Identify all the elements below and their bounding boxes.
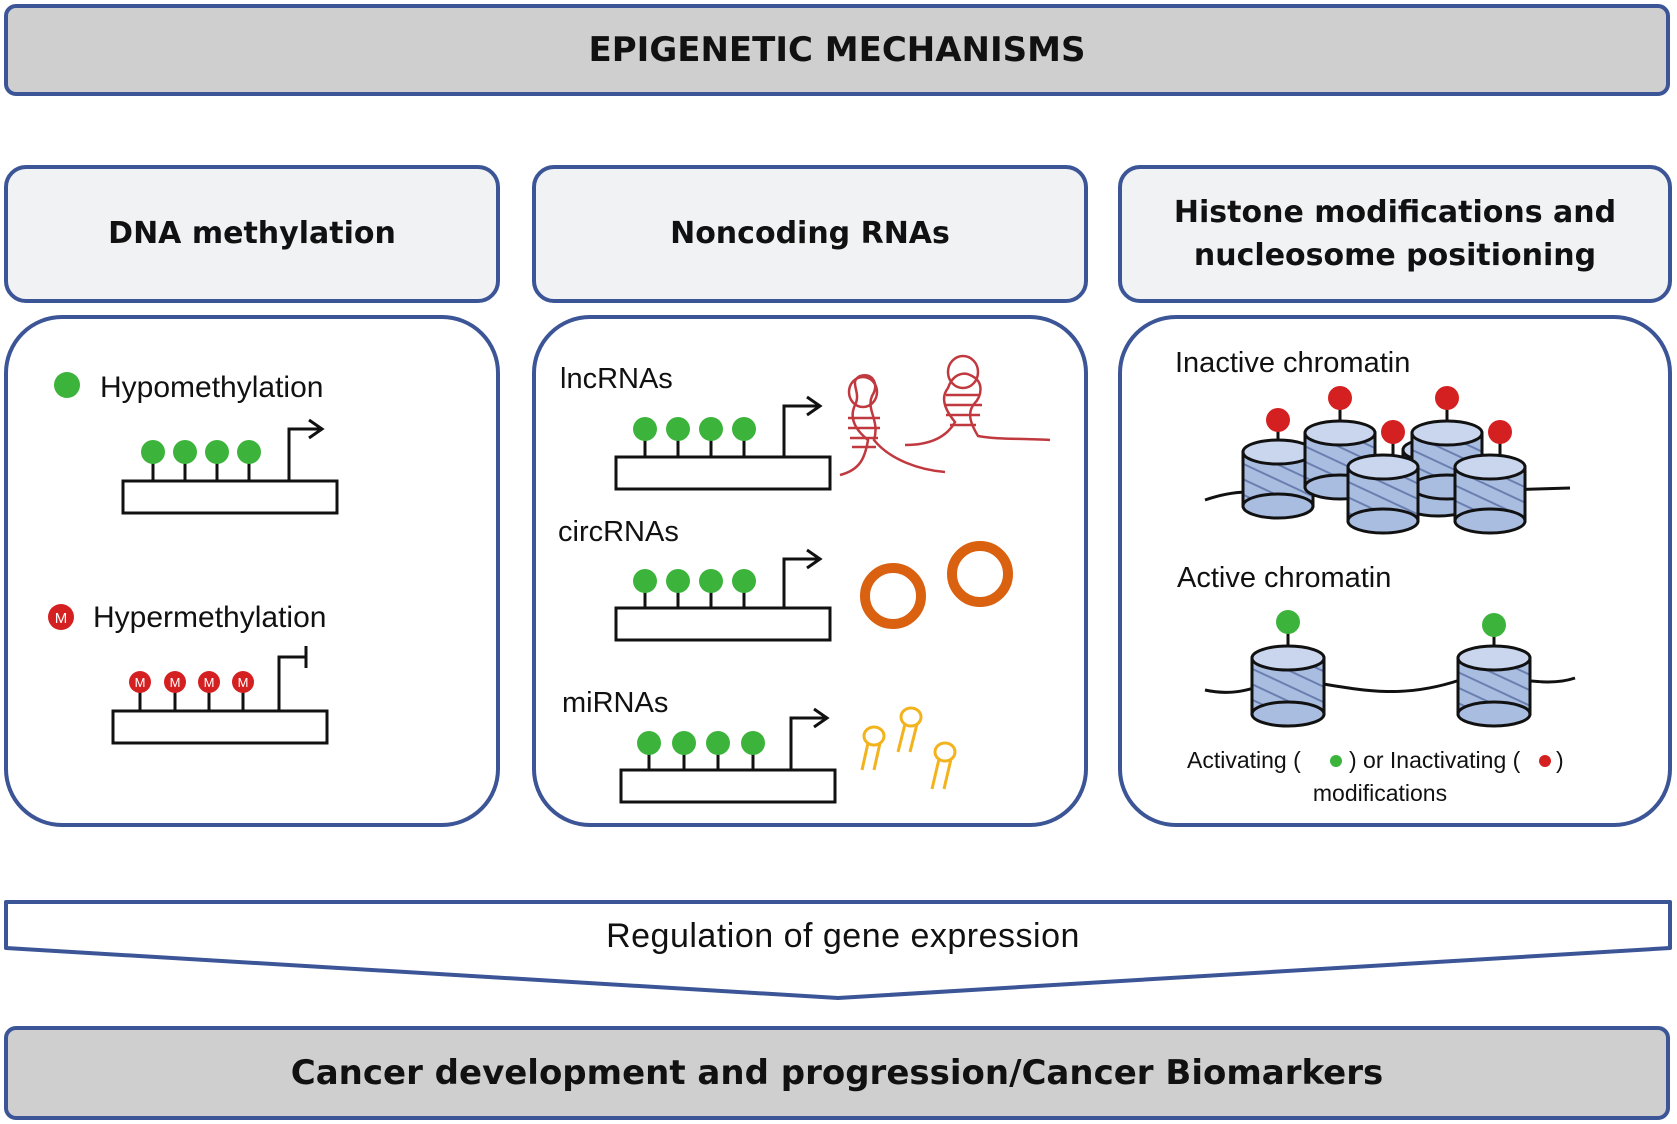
regulation-label: Regulation of gene expression — [606, 917, 1080, 955]
blocked-promoter-icon — [277, 646, 308, 711]
legend-suffix: ) — [1556, 747, 1564, 773]
circular-rna-icon — [947, 541, 1013, 607]
active-chromatin-label: Active chromatin — [1177, 562, 1391, 594]
hairpin-icon — [896, 706, 923, 753]
svg-text:): ) — [1556, 747, 1564, 773]
noncoding-rnas-title: Noncoding RNAs — [670, 216, 950, 252]
hypermethylation-legend-dot — [48, 604, 74, 630]
promoter-arrow-icon — [287, 418, 325, 481]
circular-rna-icon — [860, 563, 926, 629]
hairpin-icon — [860, 725, 886, 771]
circrna-molecules — [860, 541, 1013, 629]
inactive-chromatin — [1204, 386, 1571, 535]
nucleosome-icon — [1346, 453, 1420, 535]
lncrna-molecules — [839, 354, 1051, 477]
inactivating-marks — [1266, 386, 1512, 444]
bottom-banner: Cancer development and progression/Cance… — [4, 1026, 1670, 1120]
promoter-arrow-icon — [782, 395, 823, 457]
mirnas-label: miRNAs — [562, 687, 668, 719]
nucleosome-icon — [1241, 438, 1315, 520]
dna-methylation-title: DNA methylation — [108, 216, 396, 252]
histone-panel — [1118, 315, 1672, 827]
hypomethylated-gene — [121, 418, 339, 515]
lncrnas-label: lncRNAs — [560, 363, 673, 395]
nucleosome-icon — [1453, 453, 1527, 535]
top-banner: EPIGENETIC MECHANISMS — [4, 4, 1670, 96]
nucleosome-icon — [1250, 644, 1326, 728]
lncrna-gene — [614, 395, 832, 491]
hairpin-icon — [904, 354, 1051, 447]
inactive-chromatin-label: Inactive chromatin — [1175, 347, 1410, 379]
hypomethylation-label: Hypomethylation — [100, 371, 323, 404]
svg-text:Activating (: Activating ( — [1187, 747, 1301, 773]
noncoding-rnas-header: Noncoding RNAs — [532, 165, 1088, 303]
mirna-gene — [619, 707, 837, 804]
regulation-arrow: Regulation of gene expression — [4, 900, 1672, 1000]
svg-text:) or Inactivating (: ) or Inactivating ( — [1349, 747, 1521, 773]
activating-marks — [1276, 610, 1506, 637]
outcome-label: Cancer development and progression/Cance… — [290, 1053, 1384, 1093]
methyl-mark: M — [170, 675, 181, 690]
methyl-mark: M — [135, 675, 146, 690]
diagram-title: EPIGENETIC MECHANISMS — [588, 30, 1086, 70]
nucleosome-icon — [1456, 644, 1532, 728]
hypomethylation-legend-dot — [54, 372, 80, 398]
legend-inactivating-dot — [1539, 755, 1551, 767]
promoter-arrow-icon — [789, 707, 830, 770]
histone-title: Histone modifications and nucleosome pos… — [1173, 194, 1617, 274]
histone-header: Histone modifications and nucleosome pos… — [1118, 165, 1672, 303]
hairpin-icon — [930, 741, 957, 790]
hairpin-icon — [839, 373, 946, 477]
hypermethylated-gene: M M M M — [111, 646, 329, 745]
mirna-molecules — [860, 706, 957, 790]
active-chromatin — [1204, 610, 1576, 728]
methyl-mark: M — [204, 675, 215, 690]
dna-methylation-header: DNA methylation — [4, 165, 500, 303]
circrna-gene — [614, 548, 832, 642]
legend-activating-dot — [1330, 755, 1342, 767]
legend-prefix: Activating ( — [1187, 747, 1301, 773]
methyl-mark: M — [238, 675, 249, 690]
hypermethylation-label: Hypermethylation — [93, 601, 326, 634]
legend-middle: ) or Inactivating ( — [1349, 747, 1521, 773]
hypermethylation-legend-mark: M — [55, 610, 68, 627]
histone-legend: Activating ( ) or Inactivating ( ) modif… — [1187, 747, 1564, 806]
legend-line2: modifications — [1313, 780, 1447, 806]
promoter-arrow-icon — [782, 548, 823, 608]
circrnas-label: circRNAs — [558, 516, 679, 548]
